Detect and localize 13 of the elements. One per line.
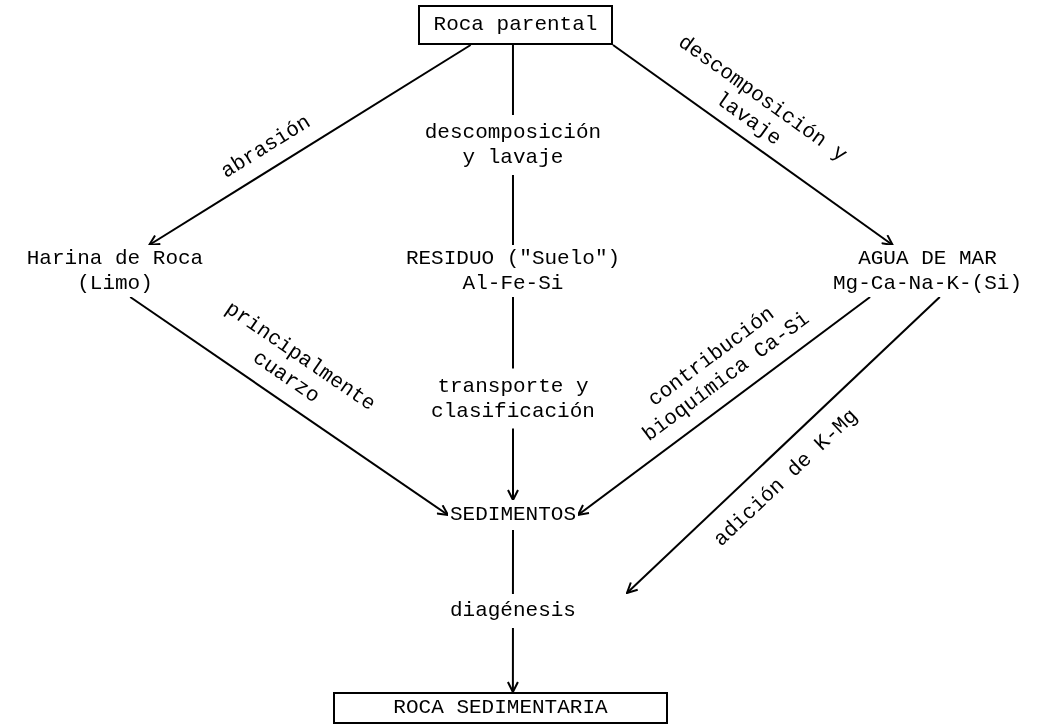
arrow (507, 296, 519, 501)
edge-label: transporte y clasificación (430, 373, 596, 424)
arrow (577, 296, 872, 516)
arrow (506, 529, 519, 693)
arrow (612, 44, 894, 246)
arrow (626, 296, 941, 594)
arrow (129, 296, 449, 516)
process-box: Roca parental (418, 5, 613, 45)
edge-label: diagénesis (448, 598, 577, 624)
edge-label: descomposición y lavaje (423, 119, 603, 171)
arrow (511, 44, 514, 246)
process-box: ROCA SEDIMENTARIA (333, 692, 668, 724)
arrow (148, 44, 472, 246)
